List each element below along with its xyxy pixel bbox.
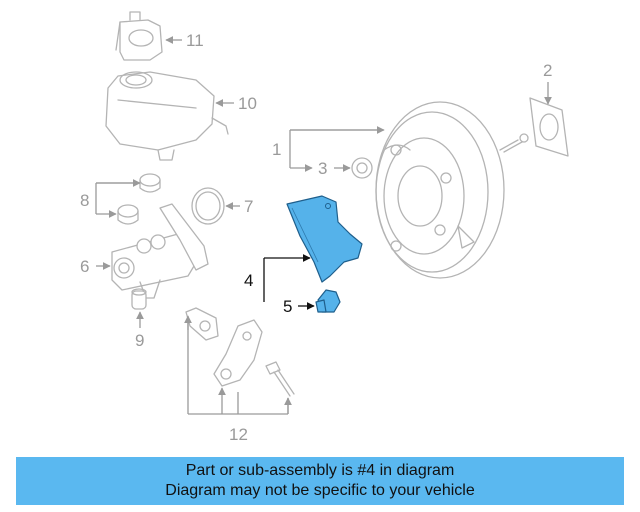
heat-shield-part[interactable] — [286, 195, 363, 283]
brake-fluid-reservoir-part[interactable] — [105, 71, 229, 161]
leader-12 — [187, 318, 289, 415]
leader-4 — [263, 258, 310, 302]
heat-shield-clip-part[interactable] — [315, 289, 341, 313]
parts-diagram: 11 10 2 1 3 8 7 6 4 5 9 12 — [80, 11, 569, 444]
callout-2: 2 — [543, 61, 552, 80]
mounting-bracket-part[interactable] — [213, 319, 263, 387]
pressure-sensor-part[interactable] — [185, 307, 219, 341]
callout-3: 3 — [318, 159, 327, 178]
callout-9: 9 — [135, 331, 144, 350]
callout-4: 4 — [244, 271, 253, 290]
callout-6: 6 — [80, 257, 89, 276]
callout-11: 11 — [186, 31, 204, 50]
callout-5: 5 — [283, 297, 292, 316]
bolt-part[interactable] — [265, 361, 295, 397]
callout-1: 1 — [272, 140, 281, 159]
info-banner: Part or sub-assembly is #4 in diagram Di… — [16, 457, 624, 505]
o-ring-part[interactable] — [191, 187, 225, 225]
banner-disclaimer-line: Diagram may not be specific to your vehi… — [165, 482, 475, 499]
reservoir-grommet-part[interactable] — [139, 173, 161, 193]
callout-8: 8 — [80, 191, 89, 210]
callout-10: 10 — [238, 94, 257, 113]
plug-part[interactable] — [131, 288, 147, 310]
master-cylinder-part[interactable] — [111, 203, 209, 299]
callout-12: 12 — [229, 425, 248, 444]
brake-booster-part[interactable] — [375, 101, 529, 279]
vacuum-grommet-part[interactable] — [351, 157, 373, 179]
callout-7: 7 — [244, 197, 253, 216]
banner-part-line: Part or sub-assembly is #4 in diagram — [185, 462, 455, 479]
booster-gasket-part[interactable] — [529, 97, 569, 157]
reservoir-grommet-lower-part[interactable] — [117, 204, 139, 225]
reservoir-cap-part[interactable] — [115, 11, 163, 61]
